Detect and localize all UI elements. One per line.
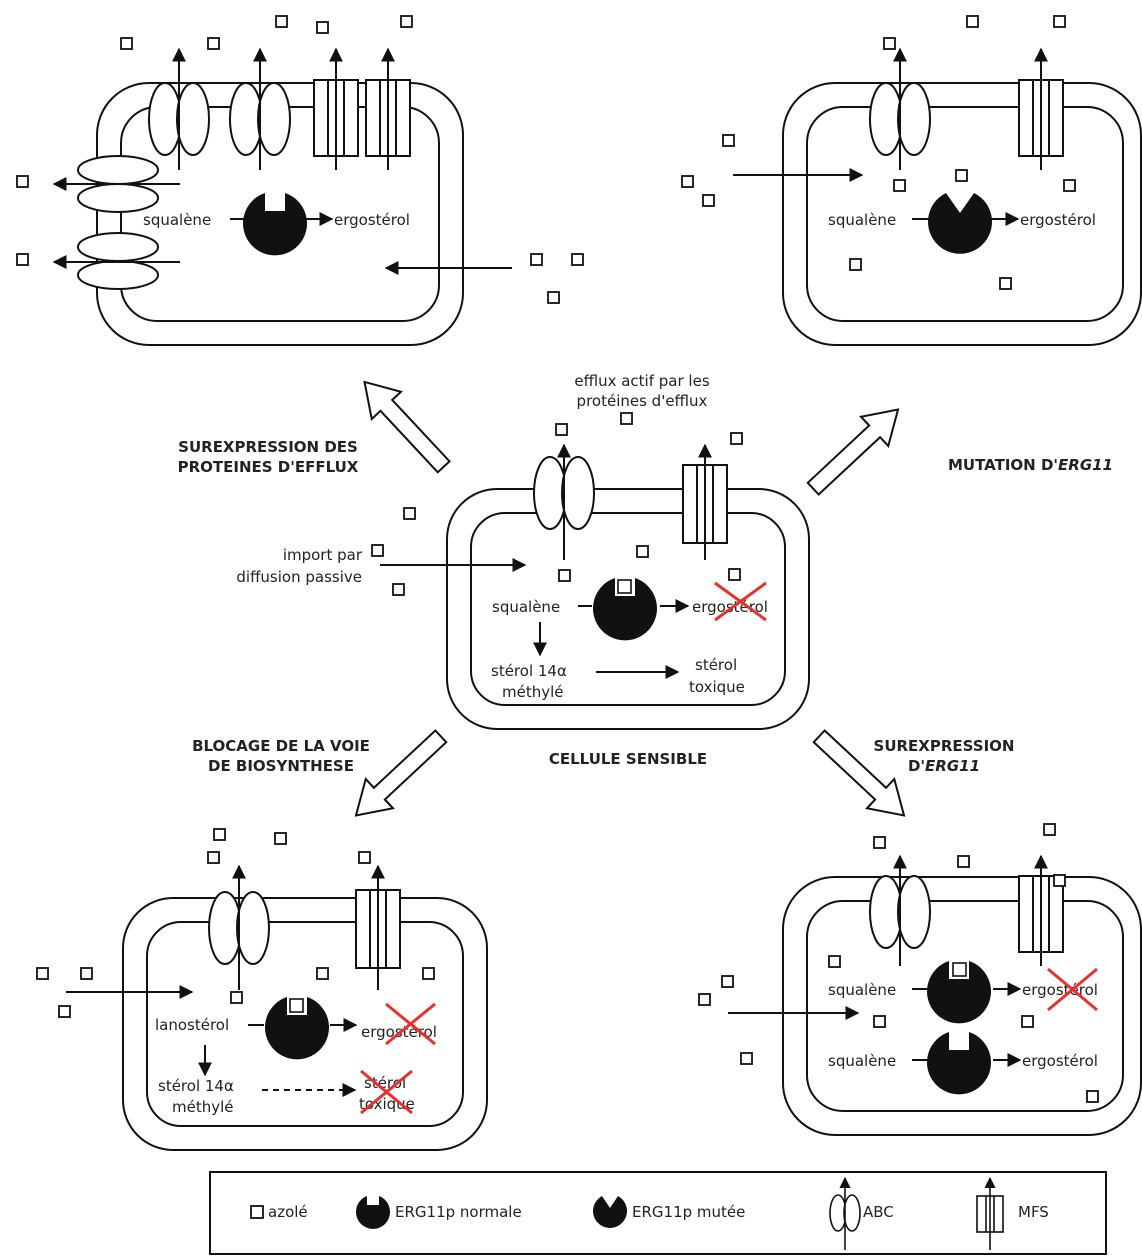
mfs-transporter	[314, 49, 358, 170]
mfs-transporter	[683, 445, 727, 560]
azole-molecules	[682, 16, 1075, 289]
sterol-toxic-label: stérol	[695, 656, 737, 674]
ergosterol-label: ergostérol	[334, 211, 410, 229]
legend-azole-label: azolé	[268, 1203, 308, 1221]
mfs-transporter	[1019, 856, 1063, 966]
import-caption: import par	[283, 546, 363, 564]
heading-mutation: MUTATION D'ERG11	[948, 456, 1113, 474]
erg11p-normal-icon	[243, 193, 307, 255]
heading-blocage: BLOCAGE DE LA VOIE	[192, 737, 370, 755]
ergosterol-label: ergostérol	[1020, 211, 1096, 229]
heading-sensitive-cell: CELLULE SENSIBLE	[549, 750, 707, 768]
efflux-caption: protéines d'efflux	[577, 392, 708, 410]
erg11p-mutated-icon	[928, 193, 992, 254]
abc-transporter	[54, 233, 180, 289]
squalene-label: squalène	[492, 598, 560, 616]
legend-mfs-label: MFS	[1018, 1203, 1049, 1221]
heading-surexpression: SUREXPRESSION	[874, 737, 1015, 755]
legend-erg-normal-label: ERG11p normale	[395, 1203, 522, 1221]
mfs-transporter	[366, 49, 410, 170]
sterol-methyl-label: stérol 14α	[158, 1077, 234, 1095]
squalene-label: squalène	[143, 211, 211, 229]
heading-blocage: DE BIOSYNTHESE	[208, 757, 354, 775]
abc-transporter	[54, 156, 180, 212]
legend-abc-label: ABC	[863, 1203, 894, 1221]
legend-erg-mutated-label: ERG11p mutée	[632, 1203, 745, 1221]
lanosterol-label: lanostérol	[155, 1016, 229, 1034]
heading-efflux: SUREXPRESSION DES	[178, 438, 358, 456]
squalene-label: squalène	[828, 981, 896, 999]
squalene-label: squalène	[828, 211, 896, 229]
sterol-methyl-label: stérol 14α	[491, 662, 567, 680]
import-caption: diffusion passive	[236, 568, 362, 586]
mfs-transporter	[356, 866, 400, 990]
abc-transporter	[209, 866, 269, 990]
abc-transporter	[230, 49, 290, 170]
sterol-toxic-label: toxique	[689, 678, 745, 696]
erg11p-normal-with-azole	[593, 578, 657, 640]
abc-transporter	[870, 856, 930, 966]
legend: azolé ERG11p normale ERG11p mutée ABC MF…	[210, 1172, 1106, 1254]
erg11p-normal-with-azole	[265, 997, 329, 1059]
efflux-caption: efflux actif par les	[574, 372, 709, 390]
abc-transporter	[149, 49, 209, 170]
heading-surexpression: D'ERG11	[908, 757, 980, 775]
erg11p-normal-icon	[927, 1032, 991, 1094]
erg11p-normal-with-azole	[927, 961, 991, 1023]
ergosterol-label: ergostérol	[1022, 1052, 1098, 1070]
squalene-label: squalène	[828, 1052, 896, 1070]
heading-efflux: PROTEINES D'EFFLUX	[178, 458, 359, 476]
mfs-transporter	[1019, 49, 1063, 170]
abc-transporter	[870, 49, 930, 170]
sterol-methyl-label: méthylé	[172, 1098, 234, 1116]
azole-icon	[251, 1206, 263, 1218]
sterol-methyl-label: méthylé	[502, 683, 564, 701]
ergosterol-label: ergostérol	[1022, 981, 1098, 999]
abc-transporter	[534, 445, 594, 560]
